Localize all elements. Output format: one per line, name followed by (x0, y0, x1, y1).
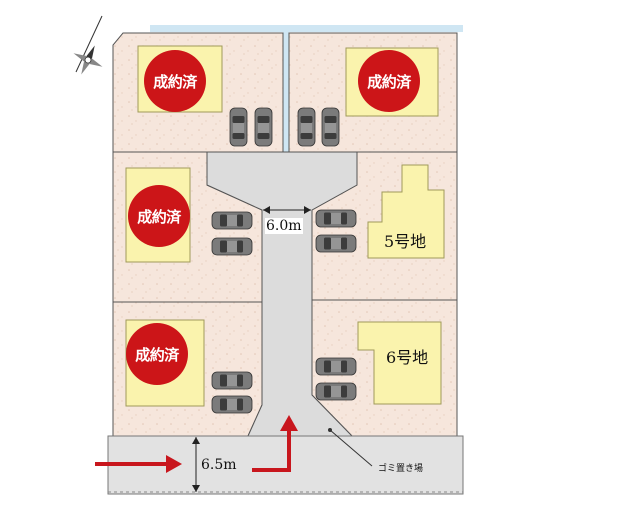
house-lot-6 (357, 321, 442, 405)
waterway-center (283, 32, 289, 152)
house-lot-5 (367, 164, 445, 259)
lot-6-label: 6号地 (386, 348, 429, 367)
compass-icon (73, 15, 103, 75)
private-road-width-label: 6.0m (265, 218, 303, 234)
car-icon (315, 357, 357, 376)
lot-5-label: 5号地 (384, 232, 427, 251)
garbage-area-label: ゴミ置き場 (378, 464, 424, 474)
car-icon (211, 371, 253, 390)
front-road-dimension (192, 437, 200, 492)
waterway-top (150, 25, 463, 32)
car-icon (315, 209, 357, 228)
sold-badge-west-south: 成約済 (126, 323, 188, 385)
sold-badge-west-middle: 成約済 (128, 185, 190, 247)
private-road-dimension (263, 206, 311, 214)
car-icon (297, 107, 316, 147)
car-icon (315, 234, 357, 253)
sold-badge-northwest: 成約済 (144, 50, 206, 112)
car-icon (211, 211, 253, 230)
sold-badge-northeast: 成約済 (358, 50, 420, 112)
car-icon (211, 237, 253, 256)
car-icon (229, 107, 248, 147)
arrow-icon (95, 455, 182, 473)
car-icon (254, 107, 273, 147)
car-icon (315, 382, 357, 401)
arrow-icon (252, 415, 298, 472)
car-icon (321, 107, 340, 147)
car-icon (211, 395, 253, 414)
front-road-width-label: 6.5m (200, 457, 238, 473)
